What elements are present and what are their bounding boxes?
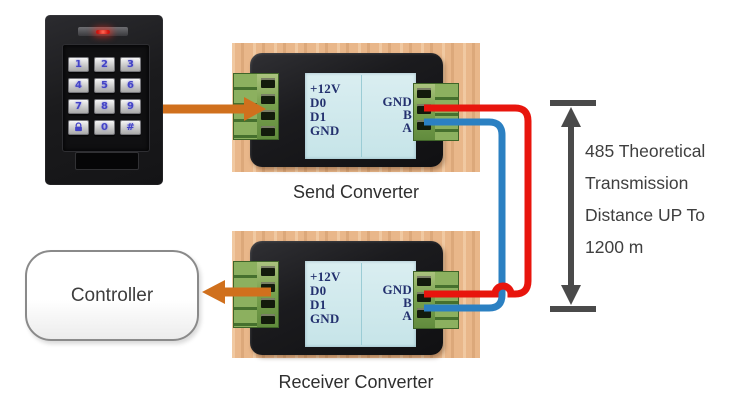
terminal-plug xyxy=(435,84,458,140)
receiver-rs485-terminal-block xyxy=(413,271,459,329)
key-2: 2 xyxy=(94,57,115,72)
receiver-pinout-plate: +12V D0 D1 GND GND B A xyxy=(305,261,416,347)
terminal-plug xyxy=(234,262,257,327)
plate-divider xyxy=(360,263,362,345)
red-led-indicator xyxy=(96,29,110,34)
key-lock xyxy=(68,120,89,135)
receiver-converter-photo: +12V D0 D1 GND GND B A xyxy=(232,231,480,358)
lock-icon xyxy=(75,122,82,132)
key-7: 7 xyxy=(68,99,89,114)
key-8: 8 xyxy=(94,99,115,114)
key-hash: # xyxy=(120,120,141,135)
receiver-right-pin-labels: GND B A xyxy=(382,282,412,323)
key-5: 5 xyxy=(94,78,115,93)
key-3: 3 xyxy=(120,57,141,72)
card-reader-bar xyxy=(78,27,128,36)
send-left-pin-labels: +12V D0 D1 GND xyxy=(310,81,341,138)
keypad-panel: 1 2 3 4 5 6 7 8 9 0 # xyxy=(62,44,150,152)
receiver-converter-caption: Receiver Converter xyxy=(278,372,434,392)
key-4: 4 xyxy=(68,78,89,93)
key-1: 1 xyxy=(68,57,89,72)
send-input-terminal-block xyxy=(233,73,279,140)
access-keypad: 1 2 3 4 5 6 7 8 9 0 # xyxy=(45,15,163,185)
distance-note: 485 Theoretical Transmission Distance UP… xyxy=(585,141,706,257)
key-6: 6 xyxy=(120,78,141,93)
keypad-display-slot xyxy=(75,152,139,170)
controller-box: Controller xyxy=(25,250,199,341)
key-9: 9 xyxy=(120,99,141,114)
send-rs485-terminal-block xyxy=(413,83,459,141)
send-converter-photo: +12V D0 D1 GND GND B A xyxy=(232,43,480,172)
send-right-pin-labels: GND B A xyxy=(382,94,412,135)
key-0: 0 xyxy=(94,120,115,135)
send-pinout-plate: +12V D0 D1 GND GND B A xyxy=(305,73,416,159)
receiver-converter-device: +12V D0 D1 GND GND B A xyxy=(250,241,443,355)
receiver-left-pin-labels: +12V D0 D1 GND xyxy=(310,269,341,326)
terminal-plug xyxy=(435,272,458,328)
plate-divider xyxy=(360,75,362,157)
receiver-output-terminal-block xyxy=(233,261,279,328)
send-converter-device: +12V D0 D1 GND GND B A xyxy=(250,53,443,167)
send-converter-caption: Send Converter xyxy=(292,182,420,202)
keypad-keys: 1 2 3 4 5 6 7 8 9 0 # xyxy=(68,57,141,135)
terminal-plug xyxy=(234,74,257,139)
controller-label: Controller xyxy=(70,284,154,306)
